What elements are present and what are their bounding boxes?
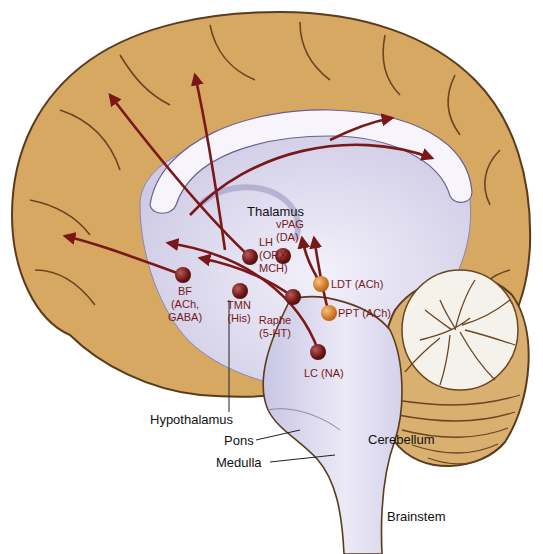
nucleus-node: LC (NA) [304, 367, 374, 380]
arbor-vitae [402, 270, 518, 390]
nucleus-label: Raphe (5-HT) [255, 314, 295, 340]
nucleus-label: LH (ORX, MCH) [259, 236, 295, 275]
nucleus-label: BF (ACh, GABA) [166, 285, 204, 324]
nucleus-dot [313, 276, 329, 292]
nucleus-dot [285, 289, 301, 305]
nucleus-label: LC (NA) [304, 367, 374, 380]
region-label: Thalamus [247, 204, 304, 219]
pons-outline [268, 409, 340, 430]
region-label: Brainstem [387, 509, 446, 524]
nucleus-dot [321, 305, 337, 321]
arbor-vitae-branches [405, 280, 515, 385]
region-label: Medulla [216, 455, 262, 470]
nucleus-dot [310, 344, 326, 360]
projection-arrows [65, 75, 432, 350]
nucleus-node: TMN (His) [222, 299, 256, 325]
region-label: Hypothalamus [150, 412, 233, 427]
nucleus-node: LH (ORX, MCH) [259, 236, 295, 275]
nucleus-dot [242, 249, 258, 265]
nucleus-label: PPT (ACh) [338, 307, 418, 320]
cerebellar-folia [395, 395, 520, 464]
nucleus-label: vPAG (DA) [276, 218, 310, 244]
corpus-callosum [150, 110, 472, 213]
nucleus-label: TMN (His) [222, 299, 256, 325]
nucleus-node: Raphe (5-HT) [255, 314, 295, 340]
region-label: Pons [224, 433, 254, 448]
nucleus-dot [232, 283, 248, 299]
nucleus-node: vPAG (DA) [276, 218, 310, 244]
nucleus-dot [175, 267, 191, 283]
nucleus-label: LDT (ACh) [331, 278, 411, 291]
cortex [12, 12, 530, 397]
nucleus-node: BF (ACh, GABA) [166, 285, 204, 324]
region-label: Cerebellum [368, 432, 434, 447]
nucleus-node: PPT (ACh) [338, 307, 418, 320]
nucleus-node: LDT (ACh) [331, 278, 411, 291]
